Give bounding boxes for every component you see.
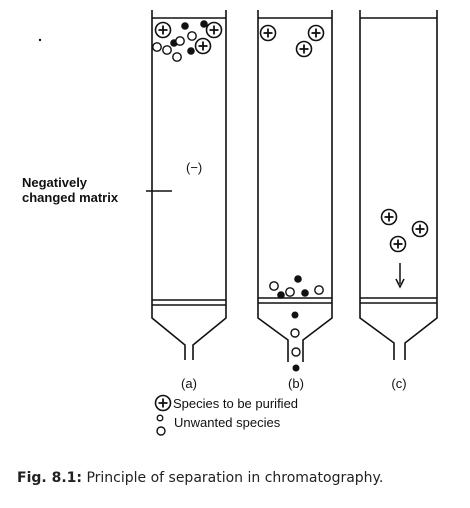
purified-species-mark [389, 235, 407, 253]
legend-unwanted-label: Unwanted species [174, 415, 281, 430]
column-c [359, 10, 438, 360]
eluted-species-dot [291, 311, 299, 319]
unwanted-species-dot [187, 47, 195, 55]
stray-dot [38, 38, 42, 42]
caption-prefix: Fig. 8.1: [17, 470, 82, 486]
column-c-species [380, 208, 429, 289]
purified-species-mark [380, 208, 398, 226]
purified-species-mark [194, 37, 212, 55]
unwanted-species-dot [301, 289, 309, 297]
column-c-body [359, 10, 438, 360]
column-b [257, 10, 333, 362]
unwanted-species-ring [285, 287, 295, 297]
eluted-species-ring [290, 328, 300, 338]
eluted-species-ring [291, 347, 301, 357]
unwanted-species-ring [152, 42, 162, 52]
legend: Species to be purified Unwanted species [154, 394, 298, 436]
down-arrow-icon [395, 278, 405, 289]
unwanted-species-ring [162, 45, 172, 55]
column-c-label: (c) [391, 376, 406, 391]
unwanted-species-ring [187, 31, 197, 41]
purified-species-mark [307, 24, 325, 42]
purified-species-mark [411, 220, 429, 238]
eluted-species-dot [292, 364, 300, 372]
legend-purified-label: Species to be purified [173, 396, 298, 411]
purified-species-mark [205, 21, 223, 39]
purified-species-mark [259, 24, 277, 42]
column-a-species [152, 20, 223, 62]
caption-text: Principle of separation in chromatograph… [86, 470, 384, 486]
unwanted-species-dot [200, 20, 208, 28]
figure-caption: Fig. 8.1: Principle of separation in chr… [17, 470, 467, 486]
unwanted-species-dot [294, 275, 302, 283]
column-a-label: (a) [181, 376, 197, 391]
purified-species-mark [295, 40, 313, 58]
column-a-body [151, 10, 227, 360]
unwanted-species-ring [269, 281, 279, 291]
chromatography-diagram: (−) Negatively changed matrix [22, 10, 438, 436]
unwanted-species-ring [172, 52, 182, 62]
matrix-label-line1: Negatively [22, 175, 88, 190]
purified-species-legend-icon [154, 394, 172, 412]
column-a [151, 10, 227, 360]
column-b-species [259, 24, 325, 372]
column-b-body [257, 10, 333, 362]
matrix-sign: (−) [186, 160, 202, 175]
unwanted-species-legend-icon-small [156, 414, 164, 422]
unwanted-species-legend-icon [156, 426, 166, 436]
unwanted-species-ring [175, 36, 185, 46]
purified-species-mark [154, 21, 172, 39]
column-b-label: (b) [288, 376, 304, 391]
matrix-label-line2: changed matrix [22, 190, 119, 205]
unwanted-species-dot [181, 22, 189, 30]
unwanted-species-dot [277, 291, 285, 299]
unwanted-species-ring [314, 285, 324, 295]
